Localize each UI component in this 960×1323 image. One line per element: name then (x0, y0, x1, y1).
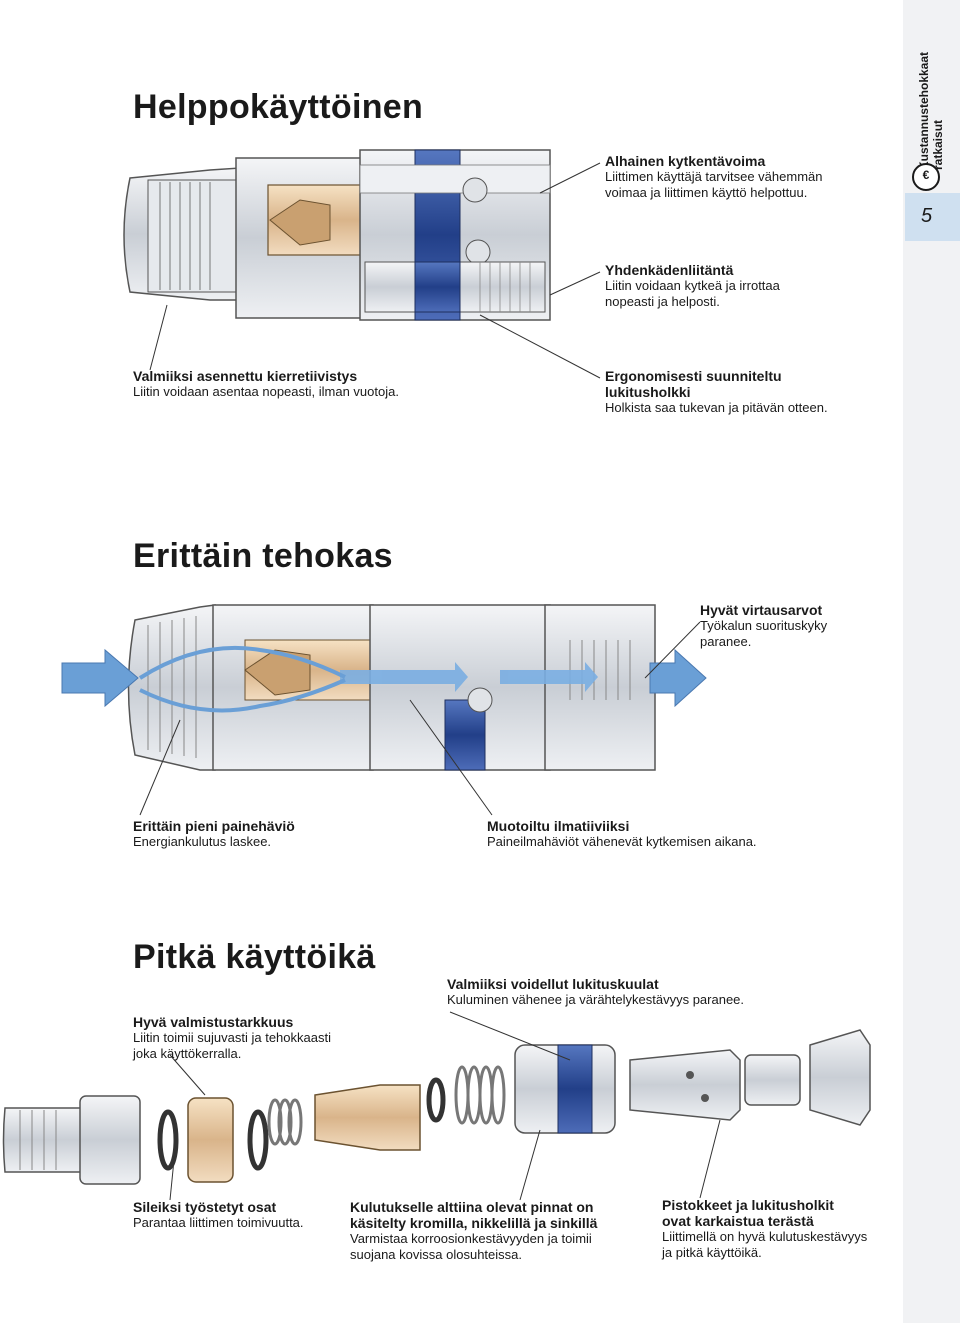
callout-hardened-steel: Pistokkeet ja lukitusholkit ovat karkais… (662, 1197, 892, 1261)
callout-text: Liitin voidaan asentaa nopeasti, ilman v… (133, 384, 399, 399)
callout-text: ja pitkä käyttöikä. (662, 1245, 762, 1260)
callout-text: Energiankulutus laskee. (133, 834, 272, 849)
callout-pressure-drop: Erittäin pieni painehäviö Energiankulutu… (133, 818, 433, 850)
coupling-cutaway-2 (61, 604, 707, 816)
callout-title: Hyvät virtausarvot (700, 602, 823, 618)
callout-title: lukitusholkki (605, 384, 691, 400)
callout-title: Kulutukselle alttiina olevat pinnat on (350, 1199, 594, 1215)
exploded-parts (2, 1011, 871, 1201)
callout-low-force: Alhainen kytkentävoima Liittimen käyttäj… (605, 153, 875, 201)
callout-text: Parantaa liittimen toimivuutta. (133, 1215, 304, 1230)
callout-lubricated-balls: Valmiiksi voidellut lukituskuulat Kulumi… (447, 976, 787, 1008)
coupling-cutaway-1 (123, 149, 601, 379)
callout-one-hand: Yhdenkädenliitäntä Liitin voidaan kytkeä… (605, 262, 875, 310)
callout-airtight: Muotoiltu ilmatiiviiksi Paineilmahäviöt … (487, 818, 837, 850)
callout-title: Hyvä valmistustarkkuus (133, 1014, 294, 1030)
callout-text: Varmistaa korroosionkestävyyden ja toimi… (350, 1231, 592, 1246)
callout-text: Liittimellä on hyvä kulutuskestävyys (662, 1229, 868, 1244)
callout-precision: Hyvä valmistustarkkuus Liitin toimii suj… (133, 1014, 373, 1062)
euro-icon: € (912, 163, 940, 191)
callout-ergonomic-sleeve: Ergonomisesti suunniteltu lukitusholkki … (605, 368, 885, 416)
callout-text: Liitin voidaan kytkeä ja irrottaa (605, 278, 780, 293)
page-number: 5 (921, 205, 933, 227)
callout-text: suojana kovissa olosuhteissa. (350, 1247, 522, 1262)
callout-smooth-parts: Sileiksi työstetyt osat Parantaa liittim… (133, 1199, 333, 1231)
callout-text: joka käyttökerralla. (133, 1046, 242, 1061)
callout-text: Työkalun suorituskyky (700, 618, 828, 633)
callout-title: Valmiiksi voidellut lukituskuulat (447, 976, 659, 992)
callout-title: käsitelty kromilla, nikkelillä ja sinkil… (350, 1215, 598, 1231)
callout-title: Valmiiksi asennettu kierretiivistys (133, 368, 358, 384)
callout-title: Sileiksi työstetyt osat (133, 1199, 277, 1215)
callout-title: Erittäin pieni painehäviö (133, 818, 295, 834)
callout-flow-values: Hyvät virtausarvot Työkalun suorituskyky… (700, 602, 890, 650)
callout-title: Yhdenkädenliitäntä (605, 262, 734, 278)
section1-heading: Helppokäyttöinen (133, 88, 424, 126)
callout-title: Muotoiltu ilmatiiviiksi (487, 818, 630, 834)
callout-text: paranee. (700, 634, 752, 649)
section3-heading: Pitkä käyttöikä (133, 938, 376, 976)
callout-text: voimaa ja liittimen käyttö helpottuu. (605, 185, 808, 200)
callout-title: Alhainen kytkentävoima (605, 153, 766, 169)
callout-title: Ergonomisesti suunniteltu (605, 368, 782, 384)
callout-surface-treatment: Kulutukselle alttiina olevat pinnat on k… (350, 1199, 640, 1263)
callout-text: nopeasti ja helposti. (605, 294, 720, 309)
callout-text: Liittimen käyttäjä tarvitsee vähemmän (605, 169, 823, 184)
callout-text: Holkista saa tukevan ja pitävän otteen. (605, 400, 828, 415)
section2-heading: Erittäin tehokas (133, 537, 393, 575)
page-number-tab: 5 (905, 193, 960, 241)
callout-text: Paineilmahäviöt vähenevät kytkemisen aik… (487, 834, 757, 849)
callout-text: Kuluminen vähenee ja värähtelykestävyys … (447, 992, 745, 1007)
callout-title: ovat karkaistua terästä (662, 1213, 814, 1229)
callout-thread-seal: Valmiiksi asennettu kierretiivistys Liit… (133, 368, 473, 400)
callout-text: Liitin toimii sujuvasti ja tehokkaasti (133, 1030, 331, 1045)
callout-title: Pistokkeet ja lukitusholkit (662, 1197, 834, 1213)
